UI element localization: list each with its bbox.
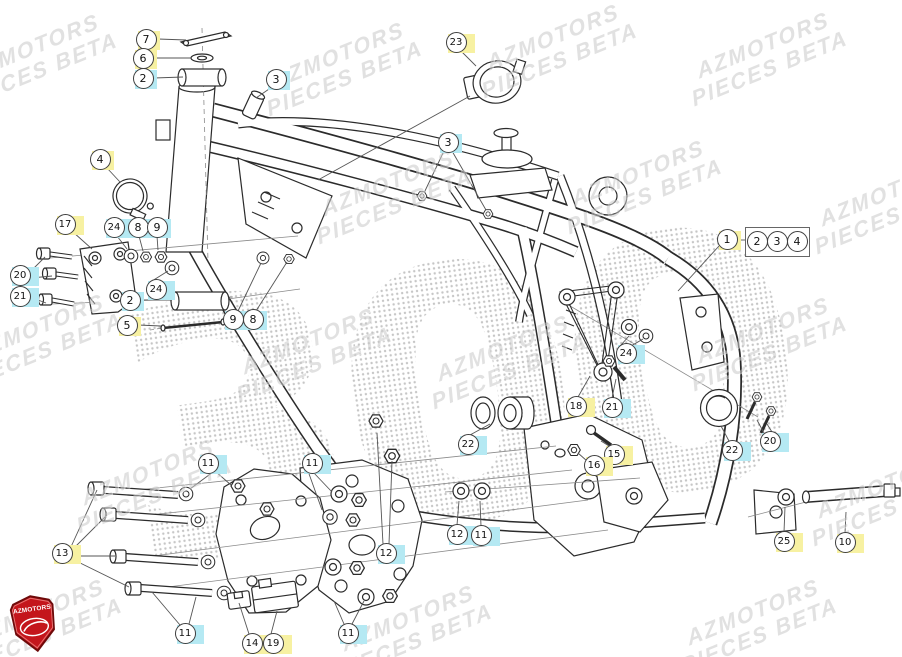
callout-25-30[interactable]: 25 bbox=[773, 530, 795, 552]
callout-group-box-234 bbox=[745, 227, 810, 257]
cap-22-right bbox=[699, 388, 739, 428]
callout-12-35[interactable]: 12 bbox=[375, 542, 397, 564]
rear-mount-bracket bbox=[679, 293, 725, 371]
callout-9-16[interactable]: 9 bbox=[222, 308, 244, 330]
callout-4-5[interactable]: 4 bbox=[89, 148, 111, 170]
callout-20-29[interactable]: 20 bbox=[759, 430, 781, 452]
callout-1-18[interactable]: 1 bbox=[716, 228, 738, 250]
callout-11-38[interactable]: 11 bbox=[174, 622, 196, 644]
callout-2-19[interactable]: 2 bbox=[746, 230, 768, 252]
callout-19-41[interactable]: 19 bbox=[262, 632, 284, 654]
callout-21-12[interactable]: 21 bbox=[9, 285, 31, 307]
bushing-22 bbox=[470, 396, 535, 430]
exhaust-clamp-part4 bbox=[112, 178, 154, 222]
bolt-15-nut-16 bbox=[554, 424, 613, 458]
callout-12-36[interactable]: 12 bbox=[446, 523, 468, 545]
callout-3-6[interactable]: 3 bbox=[437, 131, 459, 153]
callout-22-27[interactable]: 22 bbox=[457, 433, 479, 455]
callout-8-9[interactable]: 8 bbox=[127, 216, 149, 238]
block-19-clip-14 bbox=[226, 577, 299, 614]
callout-11-37[interactable]: 11 bbox=[470, 524, 492, 546]
callout-3-20[interactable]: 3 bbox=[766, 230, 788, 252]
bolt-21-right bbox=[602, 355, 627, 382]
callout-22-28[interactable]: 22 bbox=[721, 439, 743, 461]
callout-23-4[interactable]: 23 bbox=[445, 31, 467, 53]
callout-20-11[interactable]: 20 bbox=[9, 264, 31, 286]
frame-gusset bbox=[237, 157, 333, 259]
callout-16-26[interactable]: 16 bbox=[583, 454, 605, 476]
triangle-bracket-18 bbox=[558, 281, 625, 383]
callout-3-3[interactable]: 3 bbox=[265, 68, 287, 90]
callout-2-14[interactable]: 2 bbox=[119, 289, 141, 311]
callout-17-7[interactable]: 17 bbox=[54, 213, 76, 235]
callout-10-31[interactable]: 10 bbox=[834, 531, 856, 553]
callout-14-40[interactable]: 14 bbox=[241, 632, 263, 654]
callout-2-2[interactable]: 2 bbox=[132, 67, 154, 89]
callout-11-39[interactable]: 11 bbox=[337, 622, 359, 644]
shock-mount-boss bbox=[588, 176, 628, 216]
callout-7-0[interactable]: 7 bbox=[135, 28, 157, 50]
callout-18-23[interactable]: 18 bbox=[565, 395, 587, 417]
callout-9-10[interactable]: 9 bbox=[146, 216, 168, 238]
callout-4-21[interactable]: 4 bbox=[786, 230, 808, 252]
pivot-rod-10-washer-25 bbox=[777, 483, 901, 506]
callout-21-24[interactable]: 21 bbox=[601, 396, 623, 418]
steering-stack-parts bbox=[177, 31, 266, 120]
callout-24-13[interactable]: 24 bbox=[145, 278, 167, 300]
callout-11-33[interactable]: 11 bbox=[301, 452, 323, 474]
callout-6-1[interactable]: 6 bbox=[132, 47, 154, 69]
leader-lines bbox=[29, 38, 847, 635]
callout-24-22[interactable]: 24 bbox=[615, 342, 637, 364]
callout-8-17[interactable]: 8 bbox=[242, 308, 264, 330]
tank-mount bbox=[469, 127, 553, 199]
callout-24-8[interactable]: 24 bbox=[103, 216, 125, 238]
azmotors-logo: AZMOTORS bbox=[9, 595, 55, 653]
intake-clamp-part23 bbox=[463, 58, 527, 104]
callout-5-15[interactable]: 5 bbox=[116, 314, 138, 336]
long-bolts-13 bbox=[87, 481, 232, 601]
callout-13-34[interactable]: 13 bbox=[51, 542, 73, 564]
callout-11-32[interactable]: 11 bbox=[197, 452, 219, 474]
